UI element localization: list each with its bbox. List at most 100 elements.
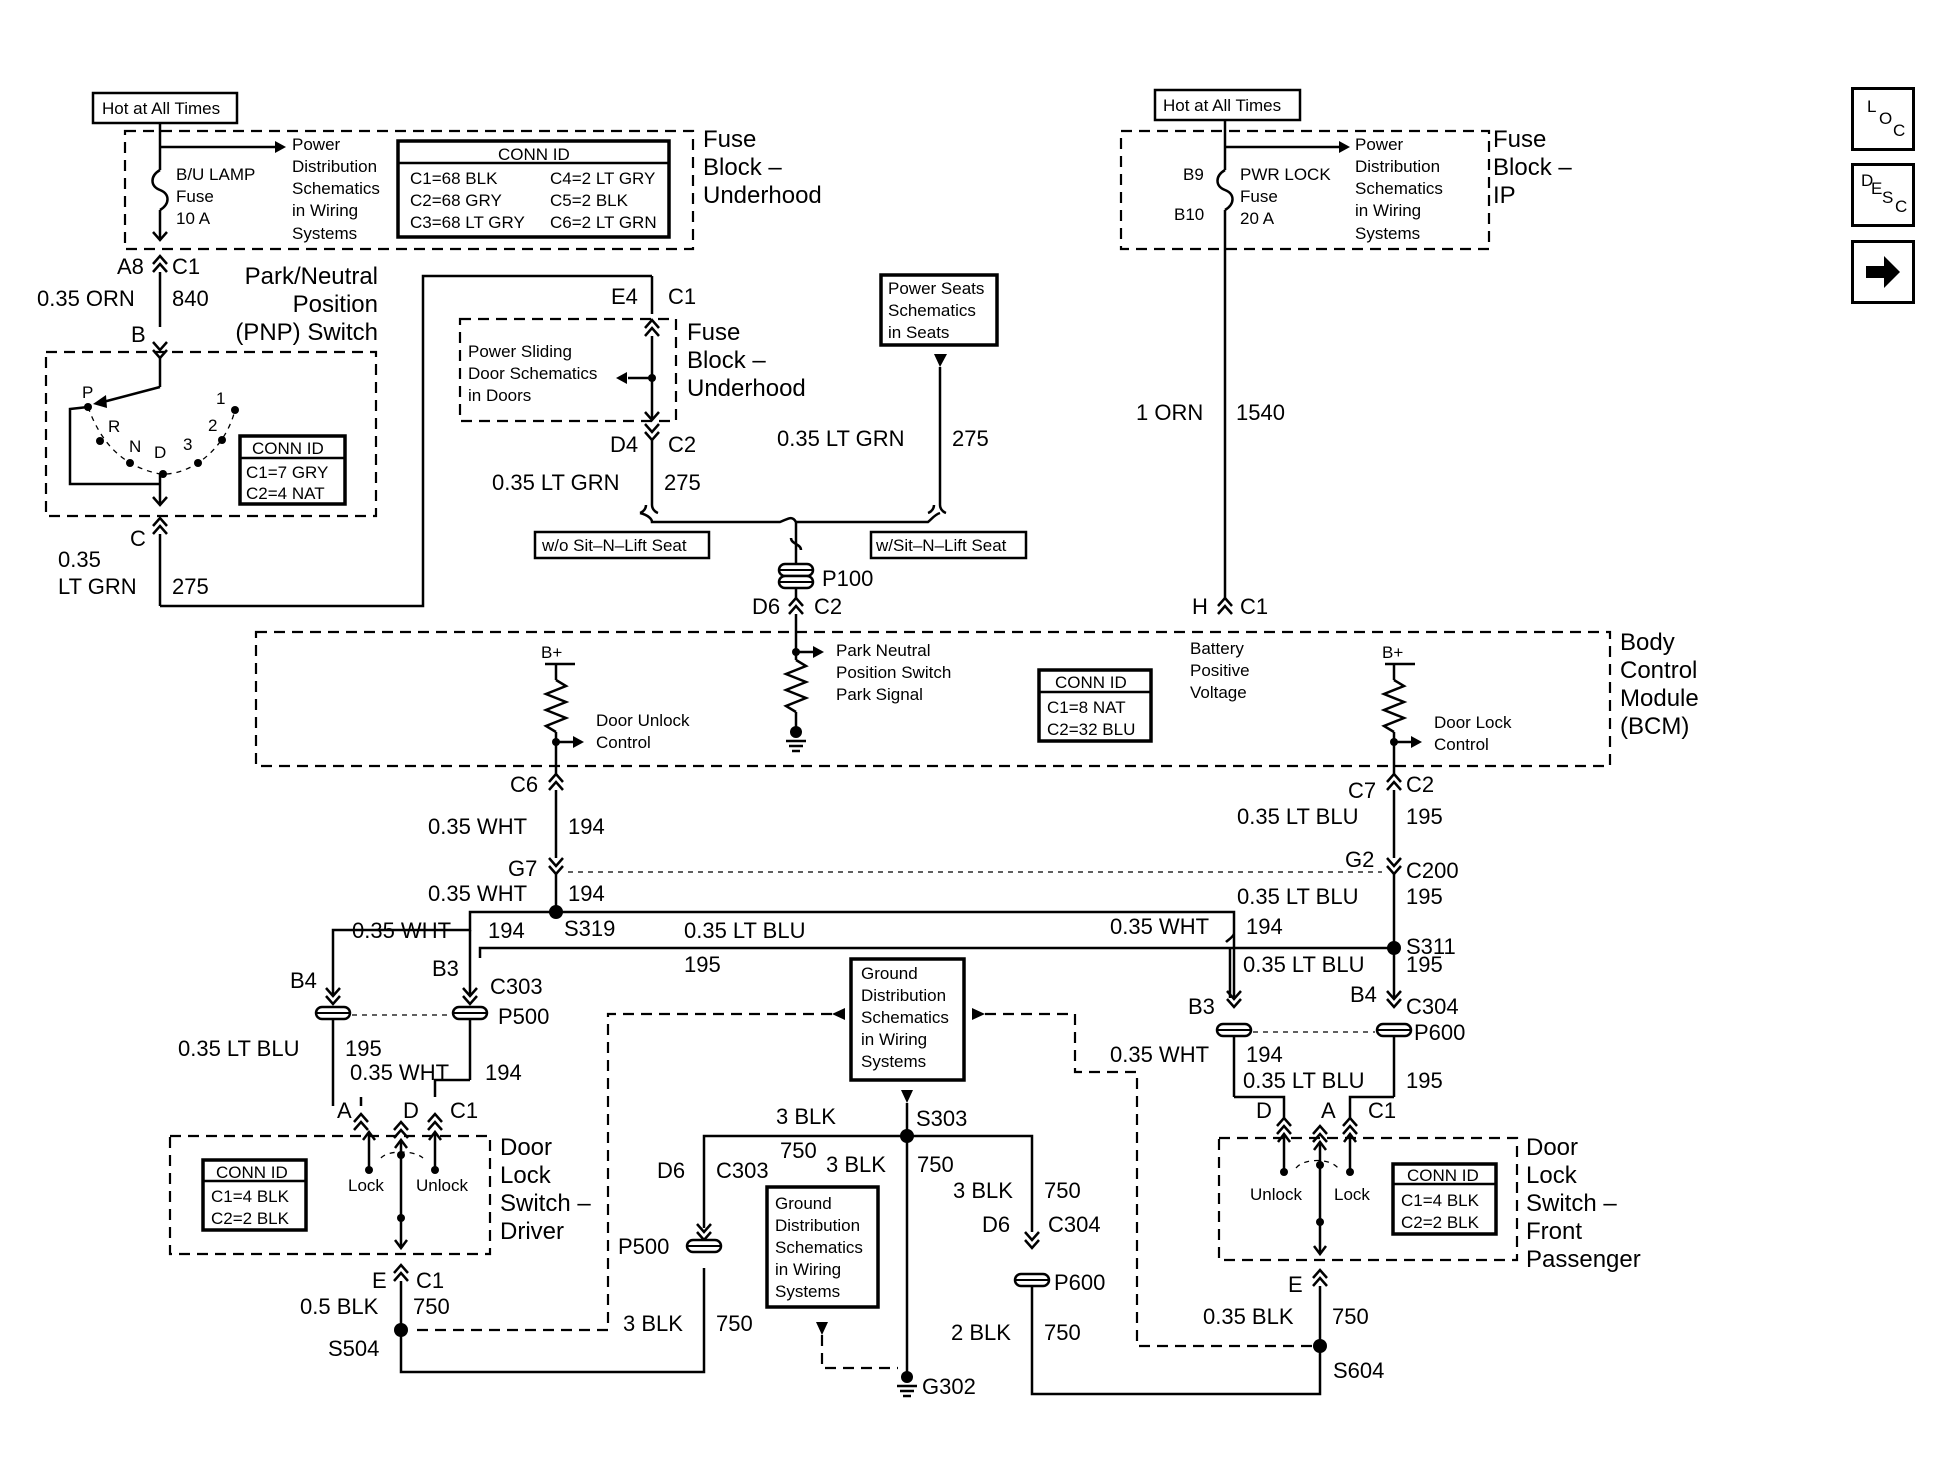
label-d6-c303: D6: [657, 1158, 685, 1183]
label-c2-c7: C2: [1406, 772, 1434, 797]
label-gd1-1: Distribution: [861, 986, 946, 1005]
label-b4-r: B4: [1350, 982, 1377, 1007]
ground-distribution-ref-top: Ground Distribution Schematics in Wiring…: [849, 957, 966, 1082]
conn-id-pnp: CONN ID C1=7 GRY C2=4 NAT: [238, 434, 347, 506]
label-psd-1: Door Schematics: [468, 364, 597, 383]
label-c750-r: 750: [1332, 1304, 1369, 1329]
label-dls-pas-4: Passenger: [1526, 1246, 1641, 1273]
label-ltgrn-d4: 0.35 LT GRN: [492, 470, 620, 495]
label-c2-d4: C2: [668, 432, 696, 457]
label-c195-c7: 195: [1406, 804, 1443, 829]
desc-letter-s: S: [1882, 188, 1894, 207]
label-c275-d4: 275: [664, 470, 701, 495]
label-p500-b: P500: [618, 1234, 669, 1259]
label-battv-0: Battery: [1190, 639, 1244, 658]
label-bcm-0: Body: [1620, 629, 1675, 656]
label-dl-d: D: [403, 1098, 419, 1123]
label-blk3-c: 3 BLK: [623, 1311, 683, 1336]
loc-letter-c: C: [1893, 121, 1906, 140]
label-conn-dld-r1: C1=4 BLK: [211, 1187, 290, 1206]
label-ltblu-mid: 0.35 LT BLU: [684, 918, 805, 943]
splice-s604: [1313, 1339, 1327, 1353]
loc-button[interactable]: L O C: [1851, 87, 1915, 151]
label-blk3-b: 3 BLK: [826, 1152, 886, 1177]
pnp-switch-symbol: P R N D 3 2 1: [68, 356, 239, 507]
power-distribution-ref-right: Power Distribution Schematics in Wiring …: [1355, 135, 1443, 243]
label-conn-fuse-r2b: C5=2 BLK: [550, 191, 629, 210]
label-blk05: 0.5 BLK: [300, 1294, 379, 1319]
label-ltgrn-pnp-1: LT GRN: [58, 574, 137, 599]
label-battv-2: Voltage: [1190, 683, 1247, 702]
label-prnd-n1: 1: [216, 389, 225, 408]
label-c1-e4: C1: [668, 284, 696, 309]
desc-button[interactable]: D E S C: [1851, 163, 1915, 227]
label-c304-b: C304: [1048, 1212, 1101, 1237]
label-c2-bcm: C2: [814, 594, 842, 619]
power-seats-ref: Power Seats Schematics in Seats: [879, 273, 999, 347]
label-c750-c: 750: [716, 1311, 753, 1336]
label-conn-bcm-r1: C1=8 NAT: [1047, 698, 1126, 717]
label-conn-dld-title: CONN ID: [216, 1163, 288, 1182]
label-fbip-1: Block –: [1493, 154, 1572, 181]
door-lock-switch-driver-box: [168, 1134, 492, 1256]
label-pd-l-1: Distribution: [292, 157, 377, 176]
label-pnpsig-0: Park Neutral: [836, 641, 930, 660]
label-ltblu-g2: 0.35 LT BLU: [1237, 884, 1358, 909]
desc-letter-d: D: [1861, 171, 1874, 190]
conn-id-bcm: CONN ID C1=8 NAT C2=32 BLU: [1037, 668, 1153, 743]
label-psd-2: in Doors: [468, 386, 531, 405]
label-wo-sit: w/o Sit–N–Lift Seat: [541, 536, 687, 555]
label-gd2-0: Ground: [775, 1194, 832, 1213]
bcm-box: [254, 630, 1612, 768]
label-gd2-1: Distribution: [775, 1216, 860, 1235]
label-c1540: 1540: [1236, 400, 1285, 425]
pwr-lock-fuse-symbol: [1216, 168, 1234, 212]
label-c750-b: 750: [917, 1152, 954, 1177]
label-c750-e: 750: [1044, 1320, 1081, 1345]
label-ltblu-c7: 0.35 LT BLU: [1237, 804, 1358, 829]
label-fbip-0: Fuse: [1493, 126, 1546, 153]
bcm-title: Body Control Module (BCM): [1620, 629, 1699, 740]
door-lock-switch-passenger-box: [1217, 1136, 1519, 1262]
label-pd-l-3: in Wiring: [292, 201, 358, 220]
label-orn1: 1 ORN: [1136, 400, 1203, 425]
label-gd2-2: Schematics: [775, 1238, 863, 1257]
label-d4: D4: [610, 432, 638, 457]
label-p600-b: P600: [1054, 1270, 1105, 1295]
label-pwrlock-0: PWR LOCK: [1240, 165, 1331, 184]
label-lock-l: Lock: [348, 1176, 384, 1195]
label-c195-mid: 195: [684, 952, 721, 977]
label-c194-dr: 194: [1246, 1042, 1283, 1067]
label-p100: P100: [822, 566, 873, 591]
label-c194-c6: 194: [568, 814, 605, 839]
label-e4: E4: [611, 284, 638, 309]
label-w-sit: w/Sit–N–Lift Seat: [875, 536, 1007, 555]
label-c194-r: 194: [1246, 914, 1283, 939]
power-distribution-ref-left: Power Distribution Schematics in Wiring …: [292, 135, 380, 243]
label-conn-dlp-r2: C2=2 BLK: [1401, 1213, 1480, 1232]
label-c275-pnp: 275: [172, 574, 209, 599]
label-s604: S604: [1333, 1358, 1384, 1383]
label-bu1: B/U LAMP: [176, 165, 255, 184]
label-conn-dld-r2: C2=2 BLK: [211, 1209, 290, 1228]
label-dls-pas-0: Door: [1526, 1134, 1578, 1161]
next-arrow-button[interactable]: [1851, 240, 1915, 304]
label-fbu2-0: Fuse: [687, 319, 740, 346]
label-dls-drv-3: Driver: [500, 1218, 564, 1245]
label-fbu2-2: Underhood: [687, 375, 806, 402]
label-unlock-l: Unlock: [416, 1176, 468, 1195]
right-arrow-icon: [1866, 256, 1900, 288]
label-b3-r: B3: [1188, 994, 1215, 1019]
desc-letter-c: C: [1895, 197, 1908, 216]
label-gd1-0: Ground: [861, 964, 918, 983]
label-ltblu-dr: 0.35 LT BLU: [1243, 1068, 1364, 1093]
label-pd-r-0: Power: [1355, 135, 1404, 154]
door-lock-switch-driver-symbol: Lock Unlock: [348, 1129, 468, 1251]
label-fbip-2: IP: [1493, 182, 1516, 209]
label-c7: C7: [1348, 778, 1376, 803]
label-gd1-4: Systems: [861, 1052, 926, 1071]
label-c1-a8: C1: [172, 254, 200, 279]
label-wht-r: 0.35 WHT: [1110, 914, 1209, 939]
label-dlock-1: Control: [1434, 735, 1489, 754]
label-wht-l: 0.35 WHT: [352, 918, 451, 943]
